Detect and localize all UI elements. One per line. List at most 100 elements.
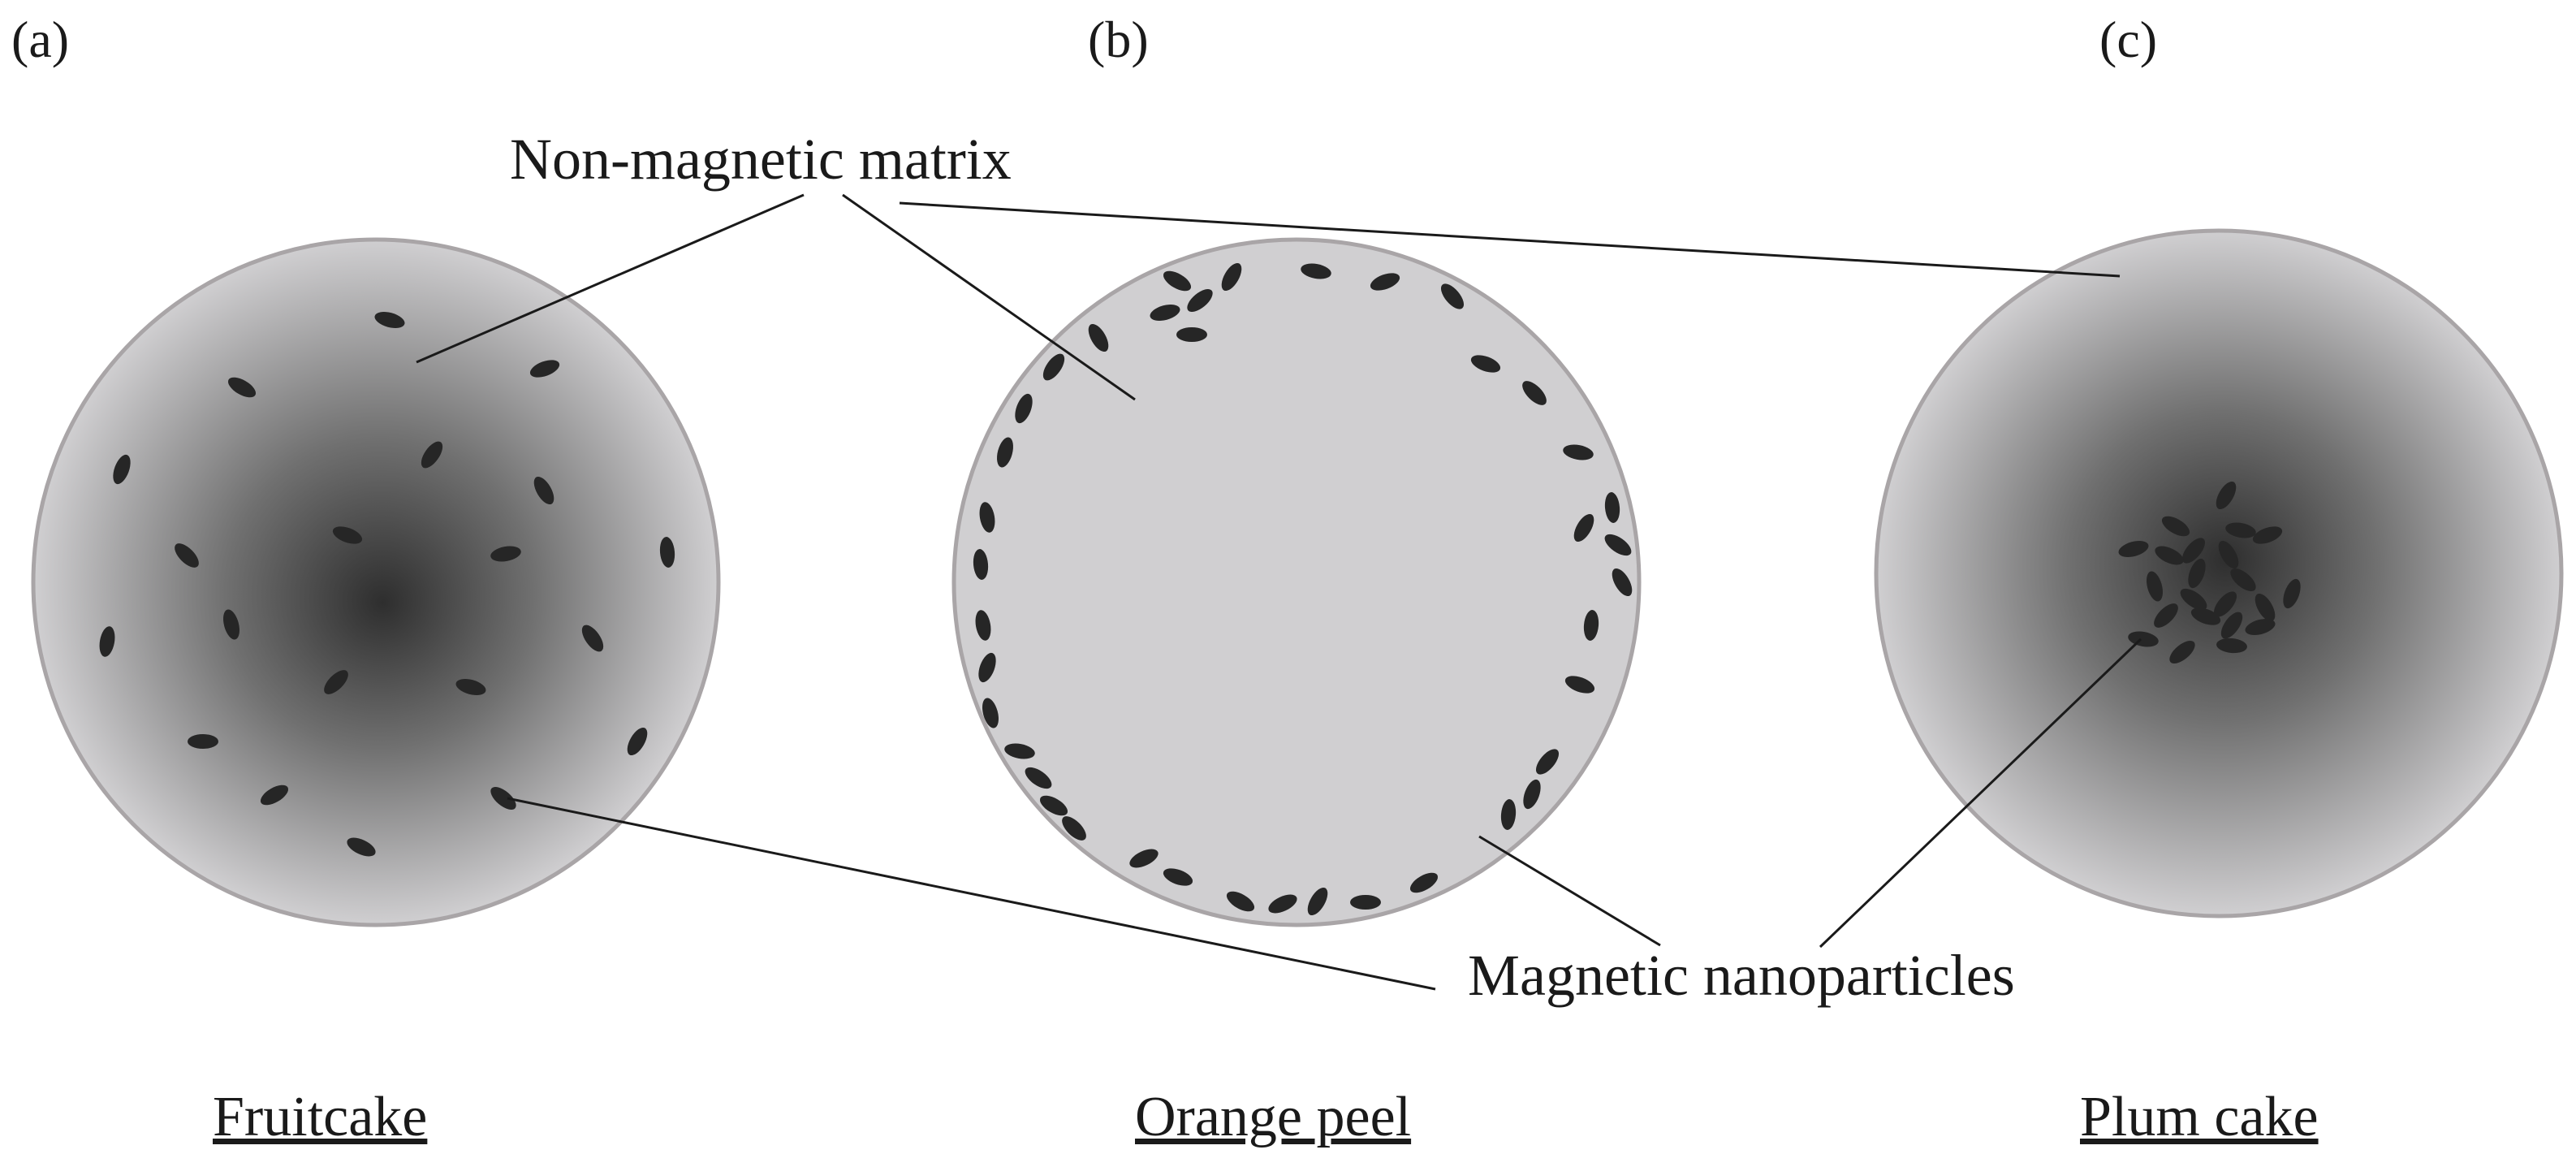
nanoparticle [1573, 513, 1594, 542]
nanoparticle [490, 546, 521, 562]
nanoparticle [1163, 868, 1193, 886]
nanoparticle [227, 377, 257, 398]
nanoparticle [374, 312, 405, 328]
nanoparticle [2181, 538, 2206, 564]
nanoparticle [1221, 262, 1242, 292]
nanoparticle [1583, 610, 1599, 641]
matrix-label: Non-magnetic matrix [510, 127, 1012, 192]
matrix-leader-fruitcake [416, 193, 805, 364]
nanoparticle [1015, 393, 1033, 424]
nanoparticle [529, 360, 560, 378]
nanoparticle [1150, 305, 1180, 321]
nanoparticle [490, 786, 516, 810]
nanoparticle [982, 698, 999, 728]
nanoparticle [1563, 444, 1594, 460]
nanoparticle [1604, 492, 1620, 523]
nanoparticle [1409, 872, 1439, 893]
particles-leader-plum-cake [1819, 638, 2142, 949]
nanoparticle [1301, 263, 1331, 279]
nanoparticle [2216, 481, 2237, 510]
matrix-leader-orange-peel [842, 193, 1136, 401]
nanoparticle [2252, 526, 2283, 544]
nanoparticle [1226, 891, 1255, 912]
panel-label-c: (c) [2099, 11, 2157, 68]
nanoparticle [997, 437, 1013, 468]
nanoparticle [324, 670, 348, 694]
panel-label-a: (a) [11, 11, 69, 68]
nanoparticle [1522, 381, 1547, 405]
nanoparticle [2218, 540, 2239, 569]
nanoparticle [1004, 743, 1035, 759]
nanoparticle [2245, 619, 2276, 635]
nanoparticle [2220, 612, 2243, 639]
nanoparticle [1268, 894, 1297, 914]
nanoparticle [627, 727, 648, 756]
nanoparticle [347, 837, 376, 857]
particles-leader-orange-peel [1478, 835, 1661, 947]
nanoparticle [1535, 749, 1560, 775]
orange-peel-nanoparticles [973, 262, 1633, 916]
nanoparticle [1350, 895, 1381, 910]
nanoparticle [1025, 767, 1052, 789]
nanoparticle [113, 454, 131, 485]
nanoparticle [1307, 887, 1328, 916]
nanoparticle [1612, 568, 1633, 597]
nanoparticle [659, 537, 675, 568]
nanoparticle [979, 502, 995, 533]
particles-leader-fruitcake [507, 797, 1436, 991]
nanoparticle [1062, 816, 1086, 841]
nanoparticle [1523, 779, 1541, 810]
matrix-leader-plum-cake [899, 201, 2121, 278]
nanoparticle [332, 526, 363, 544]
nanoparticle [1470, 355, 1501, 373]
nanoparticle [1604, 534, 1632, 556]
nanoparticle [533, 476, 554, 505]
nanoparticle [1500, 799, 1517, 830]
fruitcake-nanoparticles [99, 312, 675, 857]
caption-plum-cake: Plum cake [2080, 1086, 2319, 1148]
orange-peel-sphere [951, 237, 1642, 927]
nanoparticle [188, 734, 218, 749]
plum-cake-sphere [1874, 228, 2564, 918]
nanoparticle [2225, 522, 2256, 538]
nanoparticle [1129, 849, 1159, 868]
nanoparticle [975, 610, 991, 641]
nanoparticle [99, 626, 115, 657]
fruitcake-sphere [31, 237, 721, 927]
nanoparticle [2216, 638, 2247, 654]
nanoparticle [2118, 541, 2149, 557]
nanoparticle [1163, 270, 1192, 292]
nanoparticle [223, 609, 239, 640]
nanoparticle [1440, 283, 1465, 309]
nanoparticle [2283, 578, 2301, 609]
nanoparticle [421, 441, 443, 469]
nanoparticle [1564, 676, 1595, 694]
caption-fruitcake: Fruitcake [213, 1086, 427, 1148]
plum-cake-nanoparticles [2118, 481, 2301, 664]
nanoparticle [2147, 571, 2163, 602]
nanoparticle [1042, 353, 1065, 381]
nanoparticle [2213, 591, 2237, 617]
nanoparticle [2155, 546, 2184, 565]
nanoparticle [978, 652, 996, 683]
nanoparticle [2230, 568, 2256, 592]
nanoparticle [1370, 273, 1400, 291]
nanoparticle [2255, 593, 2276, 622]
nanoparticle [973, 549, 989, 580]
nanoparticle [581, 625, 604, 652]
nanoparticle [455, 679, 486, 695]
nanoparticle [260, 784, 289, 806]
caption-orange-peel: Orange peel [1135, 1086, 1411, 1148]
nanoparticle [2154, 603, 2178, 628]
nanoparticle [175, 543, 199, 568]
nanoparticle [2169, 640, 2195, 664]
particles-label: Magnetic nanoparticles [1468, 943, 2015, 1008]
nanoparticle [2188, 558, 2206, 589]
nanoparticle [1187, 288, 1213, 313]
nanoparticle [1039, 795, 1068, 816]
nanoparticle [1176, 327, 1207, 342]
nanoparticle [2190, 607, 2221, 625]
nanoparticle [2180, 588, 2207, 611]
panel-label-b: (b) [1088, 11, 1149, 68]
